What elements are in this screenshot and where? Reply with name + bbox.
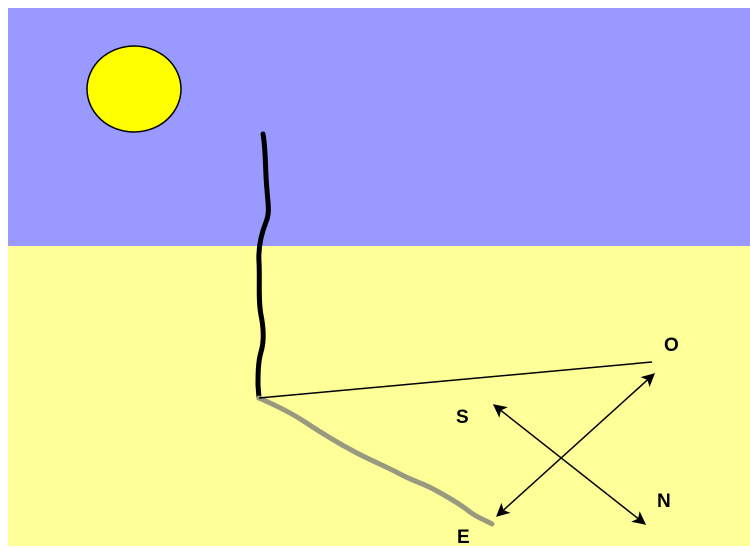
west-label: O	[664, 335, 679, 356]
ground	[8, 246, 750, 546]
south-label: S	[456, 407, 469, 428]
north-label: N	[657, 491, 671, 512]
east-label: E	[457, 527, 470, 548]
south-north-arrow	[492, 404, 647, 525]
stick	[255, 131, 271, 401]
reference-line	[258, 361, 653, 399]
sun-icon	[86, 45, 182, 133]
stick-shadow	[256, 395, 495, 527]
